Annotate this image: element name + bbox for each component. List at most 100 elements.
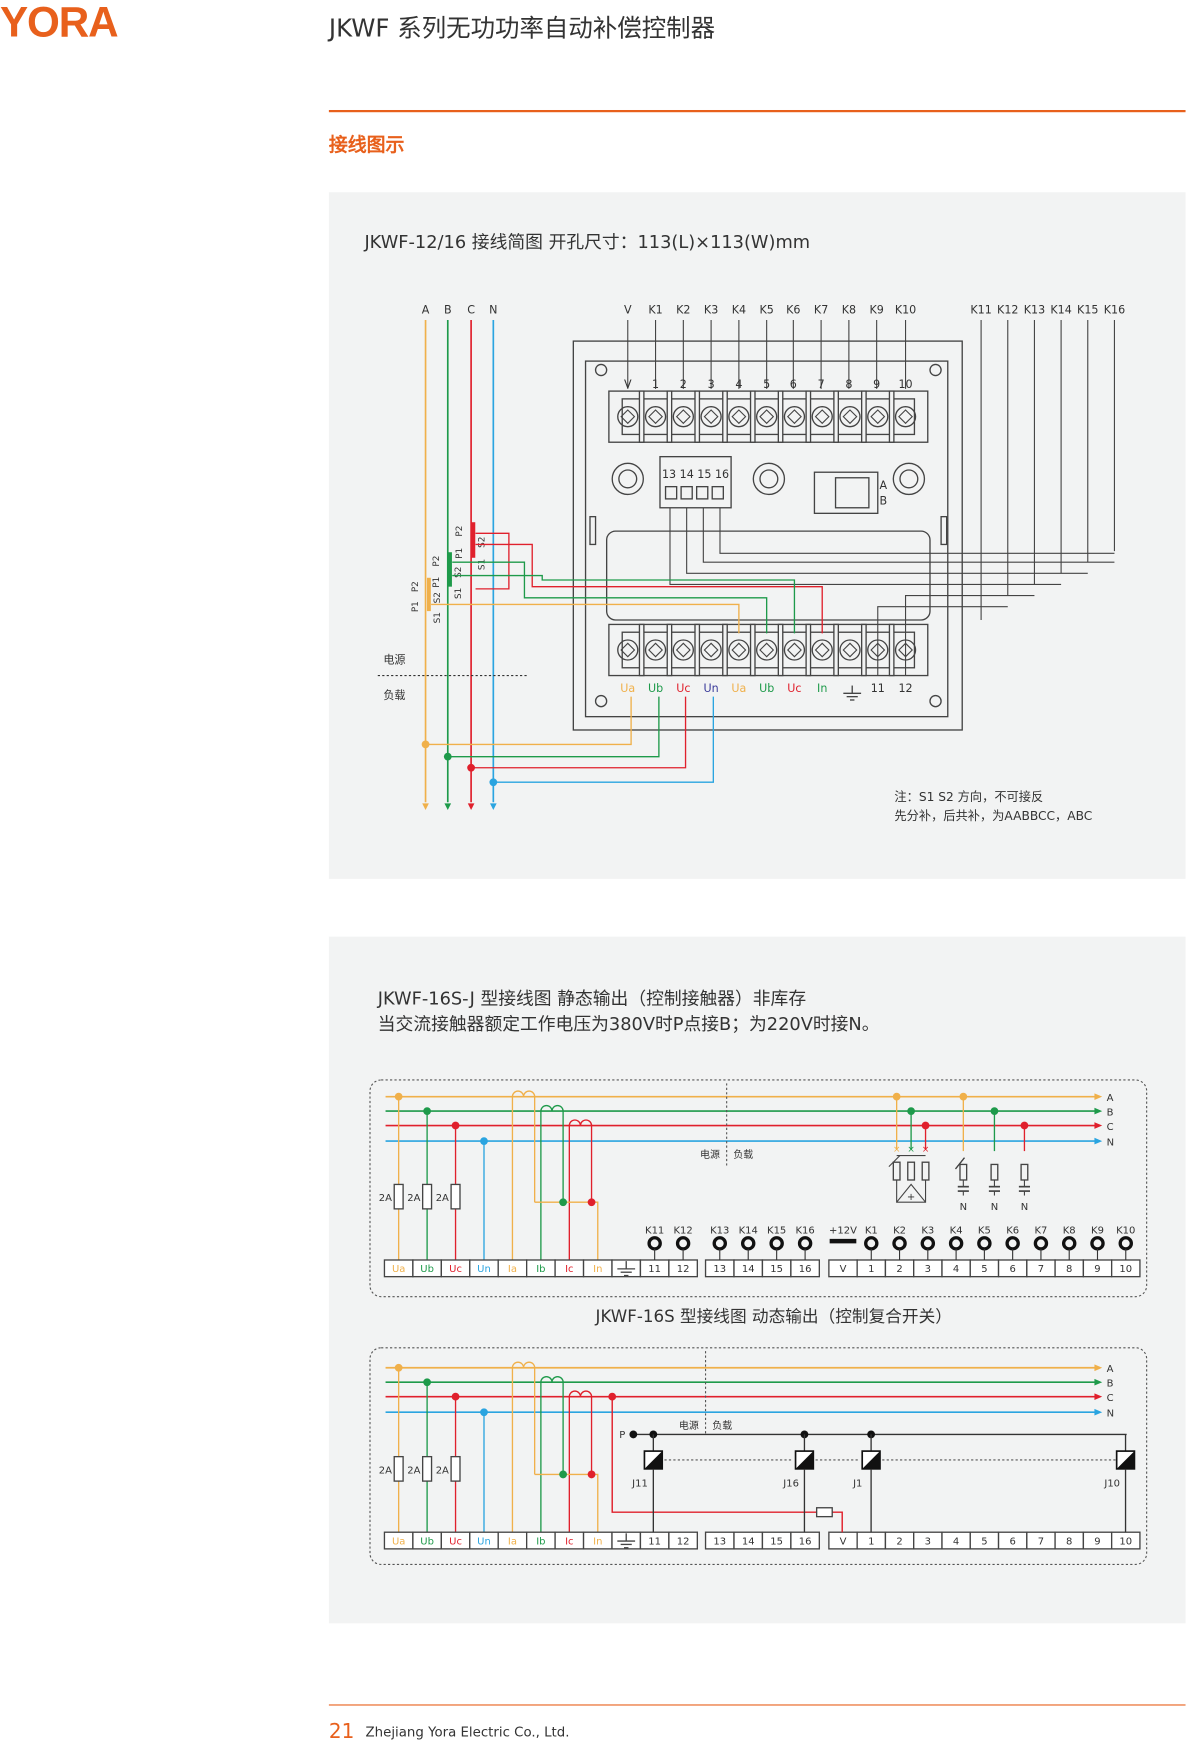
contact-icon: × [907,1145,914,1155]
screw-slot-icon [731,409,747,425]
ct-p1-label: P1 [455,548,465,559]
power-supply-wire [611,1396,843,1533]
note-line: 先分补，后共补，为AABBCC，ABC [894,809,1092,823]
ct-wire [452,561,768,634]
aux-slot [711,485,724,500]
voltage-wire [493,696,714,783]
current-transformer-loop [540,1376,564,1533]
arrow-icon [467,803,475,810]
junction-dot [990,1107,999,1115]
junction-dot [480,1137,488,1145]
terminal-label: Ia [508,1264,517,1275]
relay-label: J11 [631,1479,648,1490]
diagram1-title: JKWF-12/16 接线简图 开孔尺寸：113(L)×113(W)mm [364,231,811,253]
output-wire-label: K16 [1104,303,1125,316]
terminal-screw [839,639,861,661]
page-number: 21 [328,1719,355,1743]
diagram-border [369,1347,1148,1565]
screw-slot-icon [870,642,886,658]
junction-dot [394,1092,403,1101]
relay-label: J1 [852,1479,862,1490]
current-transformer-loop [540,1104,564,1260]
capacitor-fuse [921,1161,930,1181]
section-title: 接线图示 [328,134,405,157]
bottom-terminal-label: Ua [620,682,635,695]
capacitor-plus-icon: + [907,1192,915,1203]
output-label: K12 [673,1225,692,1236]
screw-slot-icon [731,642,747,658]
terminal-label: Ib [536,1536,545,1547]
screw-slot-icon [898,409,913,425]
screw-slot-icon [703,642,719,658]
output-wire-label: K4 [732,303,746,316]
contactor-switch-icon [888,1155,901,1168]
ct-s2-label: S2 [433,592,443,603]
terminal-screw [839,405,861,428]
source-label: 电源 [383,652,405,666]
output-terminal [769,1236,784,1251]
junction-dot [443,752,452,761]
terminal-screw [617,639,639,661]
terminal-label: Un [477,1536,491,1547]
terminal-number: V [624,378,632,391]
capacitor-fuse [990,1163,999,1181]
junction-dot [467,763,475,772]
terminal-number: 8 [845,378,852,391]
screw-slot-icon [870,409,886,425]
fuse-label: 2A [436,1465,449,1476]
terminal-number: 3 [708,378,715,391]
terminal-label: 8 [1066,1264,1072,1275]
junction-dot [423,1107,431,1115]
relay-label: J16 [782,1479,799,1490]
ct-common-wire [534,1201,599,1260]
junction-dot [480,1408,488,1417]
bus-label: N [1107,1409,1114,1420]
knob-inner [759,469,779,489]
controller-outer-frame [572,340,963,731]
terminal-label: 2 [896,1264,902,1275]
output-label: K15 [767,1225,786,1236]
output-terminal [864,1236,879,1251]
ct-s2-label: S2 [454,567,464,578]
output-wire-label: K2 [676,303,690,316]
mounting-hole [594,694,608,708]
bottom-terminal-label: Un [704,682,719,695]
output-label: K10 [1116,1225,1135,1236]
yora-logo: YORA [0,0,119,47]
fuse [421,1183,433,1210]
knob [892,462,926,496]
footer-divider [328,1704,1186,1706]
output-label: K7 [1034,1225,1047,1236]
bottom-terminal-label: Ub [759,682,774,695]
output-label: K14 [739,1225,758,1236]
terminal-label: 4 [953,1264,959,1275]
screw-slot-icon [814,409,830,425]
terminal-screw [811,639,833,661]
load-label: 负载 [712,1419,732,1432]
output-label: +12V [829,1225,857,1236]
terminal-divider [805,390,812,443]
output-terminal [920,1236,936,1251]
terminal-label: 12 [677,1536,690,1547]
aux-connector [659,455,732,509]
voltage-wire [447,696,660,758]
neutral-label: N [1021,1202,1028,1213]
terminal-label: Ia [508,1536,517,1547]
output-label: K13 [710,1225,729,1236]
terminal-screw [867,405,889,428]
terminal-divider [666,623,673,677]
company-name: Zhejiang Yora Electric Co., Ltd. [365,1724,570,1740]
junction-dot [587,1198,596,1207]
screw-slot-icon [898,642,913,658]
capacitor-fuse [1020,1163,1029,1181]
ct-s2-label: S2 [477,537,487,548]
terminal-screw [644,405,667,428]
output-terminal [1061,1236,1077,1251]
terminal-number: 7 [818,378,825,391]
bottom-terminal-label: 12 [898,682,912,695]
terminal-label: 6 [1009,1536,1015,1547]
output-wire-label: K6 [786,303,800,316]
screw-slot-icon [648,409,664,425]
output-terminal [712,1236,727,1251]
